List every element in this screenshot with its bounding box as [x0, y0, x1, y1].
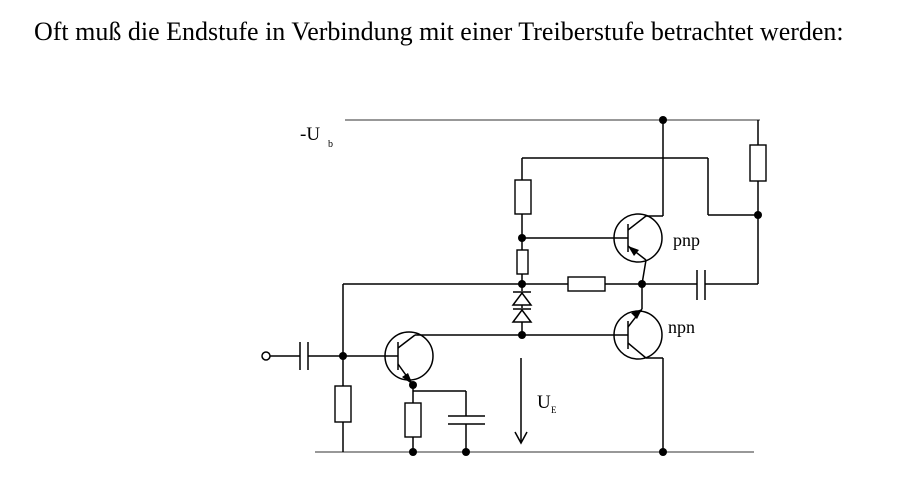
right-resistor [749, 144, 767, 182]
driver-transistor [343, 331, 522, 389]
input-bias-resistor [334, 385, 352, 423]
input-branch [261, 284, 352, 452]
voltage-label: U [537, 392, 551, 413]
pnp-transistor [522, 116, 667, 285]
supply-label: -U [300, 124, 320, 145]
bias-resistor-small [516, 249, 529, 275]
input-terminal [261, 351, 271, 361]
feedback-resistor [567, 276, 606, 292]
bias-resistor-top [514, 179, 532, 215]
emitter-network [404, 385, 485, 456]
emitter-resistor [404, 402, 422, 438]
pnp-label: pnp [673, 230, 700, 250]
diode-upper [511, 291, 533, 306]
npn-transistor [522, 284, 667, 456]
page-heading: Oft muß die Endstufe in Verbindung mit e… [34, 17, 844, 46]
diode-lower [511, 308, 533, 323]
feedback-branch [343, 276, 646, 292]
npn-label: npn [668, 317, 695, 337]
right-bias-branch [522, 120, 767, 285]
bias-string [511, 158, 533, 339]
voltage-label-subscript: E [551, 405, 557, 415]
supply-label-subscript: b [328, 139, 333, 150]
output-capacitor [642, 270, 706, 300]
voltage-arrow [514, 358, 528, 445]
